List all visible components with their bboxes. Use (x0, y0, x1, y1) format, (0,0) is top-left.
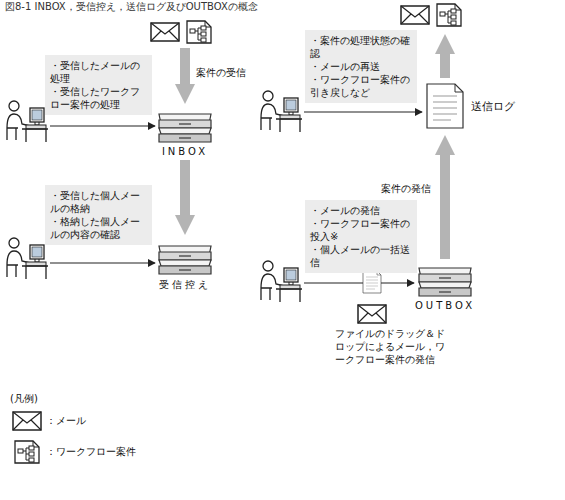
legend-mail-icon (13, 412, 41, 430)
tray-icon (157, 108, 213, 144)
send-arrow (440, 52, 450, 78)
log-document: 送信ログ (425, 82, 515, 130)
note-box: ・案件の処理状態の確認・メールの再送・ワークフロー案件の引き戻しなど (305, 30, 417, 103)
bullet-text: ・格納した個人メールの内容の確認 (50, 215, 148, 241)
document-icon (425, 82, 465, 130)
note-box: ・受信したメールの処理・受信したワークフロー案件の処理 (45, 55, 152, 115)
operation-line (304, 282, 414, 283)
bullet-text: ・メールの再送 (310, 60, 413, 73)
tray-box: 受信控え (150, 240, 220, 292)
operation-line (50, 125, 155, 126)
flow-label: 案件の発信 (379, 182, 433, 196)
bullet-text: ・受信したメールの処理 (50, 59, 148, 85)
file-icon (363, 271, 381, 293)
note-box: ・メールの発信・ワークフロー案件の投入※・個人メールの一括送信 (305, 200, 417, 273)
note-box: ・受信した個人メールの格納・格納した個人メールの内容の確認 (45, 185, 152, 245)
bullet-text: ・案件の処理状態の確認 (310, 34, 413, 60)
figure-title: 図8-1 INBOX，受信控え，送信ログ及びOUTBOXの概念 (5, 0, 258, 14)
box-label: OUTBOX (415, 300, 475, 311)
legend-workflow-icon (15, 441, 39, 463)
mail-icon (151, 23, 179, 41)
bullet-text: ・個人メールの一括送信 (310, 243, 413, 269)
operation-line (50, 262, 155, 263)
person-icon (261, 261, 302, 302)
legend-heading: (凡例) (10, 392, 90, 405)
mail-icon (358, 305, 386, 323)
person-icon (7, 101, 48, 142)
legend-text: ：メール (46, 414, 86, 427)
box-label: 受信控え (159, 278, 211, 292)
tray-box: INBOX (150, 108, 220, 157)
bullet-text: ・受信したワークフロー案件の処理 (50, 85, 148, 111)
bullet-text: ・ワークフロー案件の投入※ (310, 217, 413, 243)
legend-text: ：ワークフロー案件 (46, 445, 136, 458)
box-label: INBOX (162, 146, 208, 157)
flow-arrow (180, 160, 190, 217)
flow-arrow (440, 153, 450, 259)
bullet-text: ・受信した個人メールの格納 (50, 189, 148, 215)
person-icon (261, 91, 302, 132)
bullet-text: ・メールの発信 (310, 204, 413, 217)
box-label: 送信ログ (471, 99, 515, 114)
tray-box: OUTBOX (410, 262, 480, 311)
flow-label: 案件の受信 (196, 66, 276, 79)
operation-line (304, 111, 422, 112)
workflow-icon (187, 21, 211, 43)
person-icon (7, 238, 48, 279)
tray-icon (417, 262, 473, 298)
note-text: ファイルのドラッグ＆ドロップによるメール，ワークフロー案件の発信 (335, 327, 453, 366)
receive-arrow (180, 48, 190, 86)
tray-icon (157, 240, 213, 276)
bullet-text: ・ワークフロー案件の引き戻しなど (310, 73, 413, 99)
workflow-icon (437, 4, 461, 26)
mail-icon (401, 6, 429, 24)
